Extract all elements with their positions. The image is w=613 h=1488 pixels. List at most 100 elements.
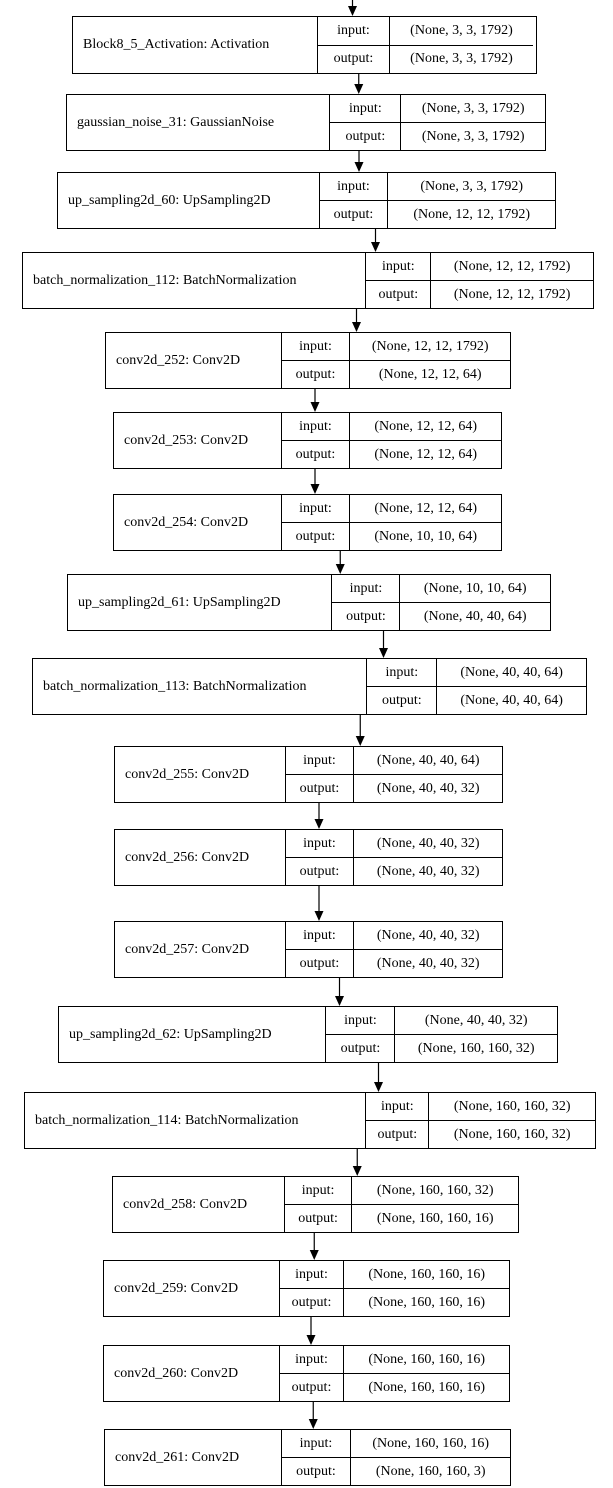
edge-arrow-11 [314,886,324,921]
layer-name: conv2d_258: Conv2D [113,1177,285,1232]
layer-name: conv2d_256: Conv2D [115,830,286,885]
input-label: input: [281,1430,351,1458]
output-shape: (None, 3, 3, 1792) [421,128,525,144]
output-label: output: [299,863,340,879]
output-shape: (None, 3, 3, 1792) [410,51,513,67]
input-shape: (None, 40, 40, 32) [354,922,502,950]
layer-node-14: batch_normalization_114: BatchNormalizat… [24,1092,596,1149]
io-labels: input: output: [281,413,351,468]
output-label: output: [299,955,340,971]
edge-arrow-9 [355,715,365,746]
output-label: output: [340,1040,381,1056]
io-values: (None, 12, 12, 64) (None, 12, 12, 64) [350,413,501,468]
input-label: input: [367,659,437,687]
layer-node-12: conv2d_257: Conv2D input: output: (None,… [114,921,503,978]
layer-name: conv2d_252: Conv2D [106,333,282,388]
input-label: input: [366,253,431,281]
output-label: output: [295,366,336,382]
layer-node-16: conv2d_259: Conv2D input: output: (None,… [103,1260,510,1317]
layer-name: gaussian_noise_31: GaussianNoise [67,95,331,150]
input-label: input: [279,1261,344,1289]
io-values: (None, 40, 40, 32) (None, 40, 40, 32) [354,830,502,885]
output-shape: (None, 12, 12, 64) [374,446,478,462]
layer-node-3: up_sampling2d_60: UpSampling2D input: ou… [57,172,556,229]
input-shape: (None, 160, 160, 32) [352,1177,518,1205]
output-label: output: [346,608,386,624]
io-values: (None, 3, 3, 1792) (None, 3, 3, 1792) [390,17,533,73]
layer-node-10: conv2d_255: Conv2D input: output: (None,… [114,746,503,803]
input-shape: (None, 3, 3, 1792) [388,173,556,201]
layer-name: conv2d_254: Conv2D [114,495,282,550]
output-shape: (None, 160, 160, 16) [368,1294,486,1310]
input-shape: (None, 12, 12, 1792) [431,253,593,281]
input-label: input: [332,575,400,603]
io-labels: input: output: [285,922,355,977]
input-shape: (None, 12, 12, 1792) [350,333,510,361]
output-shape: (None, 160, 160, 3) [375,1463,486,1479]
io-labels: input: output: [330,95,402,150]
io-values: (None, 10, 10, 64) (None, 40, 40, 64) [400,575,550,630]
input-shape: (None, 12, 12, 64) [350,413,501,441]
output-label: output: [291,1294,332,1310]
input-shape: (None, 40, 40, 32) [395,1007,557,1035]
edge-arrow-15 [309,1233,319,1260]
layer-node-2: gaussian_noise_31: GaussianNoise input: … [66,94,546,151]
input-label: input: [330,95,401,123]
input-shape: (None, 160, 160, 16) [344,1346,509,1374]
input-label: input: [366,1093,429,1121]
output-label: output: [377,1126,418,1142]
output-shape: (None, 40, 40, 64) [423,608,527,624]
io-values: (None, 3, 3, 1792) (None, 3, 3, 1792) [401,95,545,150]
output-label: output: [299,780,340,796]
layer-node-1: Block8_5_Activation: Activation input: o… [72,16,537,74]
io-values: (None, 160, 160, 16) (None, 160, 160, 16… [344,1261,509,1316]
edge-arrow-5 [310,389,320,412]
edge-arrow-16 [306,1317,316,1345]
layer-name: conv2d_257: Conv2D [115,922,286,977]
output-shape: (None, 12, 12, 1792) [413,206,531,222]
output-shape: (None, 160, 160, 16) [376,1210,494,1226]
input-label: input: [319,173,388,201]
layer-name: conv2d_261: Conv2D [105,1430,282,1485]
edge-arrow-14 [352,1149,362,1176]
layer-name: batch_normalization_114: BatchNormalizat… [25,1093,367,1148]
layer-node-17: conv2d_260: Conv2D input: output: (None,… [103,1345,510,1402]
io-values: (None, 40, 40, 64) (None, 40, 40, 32) [354,747,502,802]
input-shape: (None, 3, 3, 1792) [401,95,545,123]
edge-arrow-7 [335,551,345,574]
io-labels: input: output: [326,1007,396,1062]
io-labels: input: output: [318,17,390,73]
edge-arrow-10 [314,803,324,829]
layer-name: batch_normalization_113: BatchNormalizat… [33,659,368,714]
layer-name: Block8_5_Activation: Activation [73,17,318,73]
layer-node-13: up_sampling2d_62: UpSampling2D input: ou… [58,1006,558,1063]
output-label: output: [378,286,419,302]
input-label: input: [281,413,350,441]
input-label: input: [285,830,354,858]
input-shape: (None, 40, 40, 64) [354,747,502,775]
io-labels: input: output: [285,830,355,885]
io-labels: input: output: [332,575,401,630]
output-shape: (None, 40, 40, 32) [376,863,480,879]
io-labels: input: output: [285,747,355,802]
output-label: output: [291,1379,332,1395]
io-values: (None, 160, 160, 32) (None, 160, 160, 16… [352,1177,518,1232]
output-shape: (None, 160, 160, 16) [368,1379,486,1395]
output-label: output: [345,128,386,144]
input-shape: (None, 160, 160, 16) [344,1261,509,1289]
layer-name: conv2d_255: Conv2D [115,747,286,802]
output-shape: (None, 160, 160, 32) [453,1126,571,1142]
layer-node-6: conv2d_253: Conv2D input: output: (None,… [113,412,502,469]
layer-name: conv2d_259: Conv2D [104,1261,280,1316]
output-label: output: [382,692,422,708]
input-label: input: [281,333,350,361]
io-labels: input: output: [279,1261,345,1316]
output-label: output: [298,1210,338,1226]
io-values: (None, 160, 160, 32) (None, 160, 160, 32… [429,1093,596,1148]
edge-arrow-17 [308,1402,318,1429]
layer-name: batch_normalization_112: BatchNormalizat… [23,253,367,308]
io-labels: input: output: [281,333,351,388]
input-shape: (None, 12, 12, 64) [350,495,501,523]
output-label: output: [333,206,374,222]
